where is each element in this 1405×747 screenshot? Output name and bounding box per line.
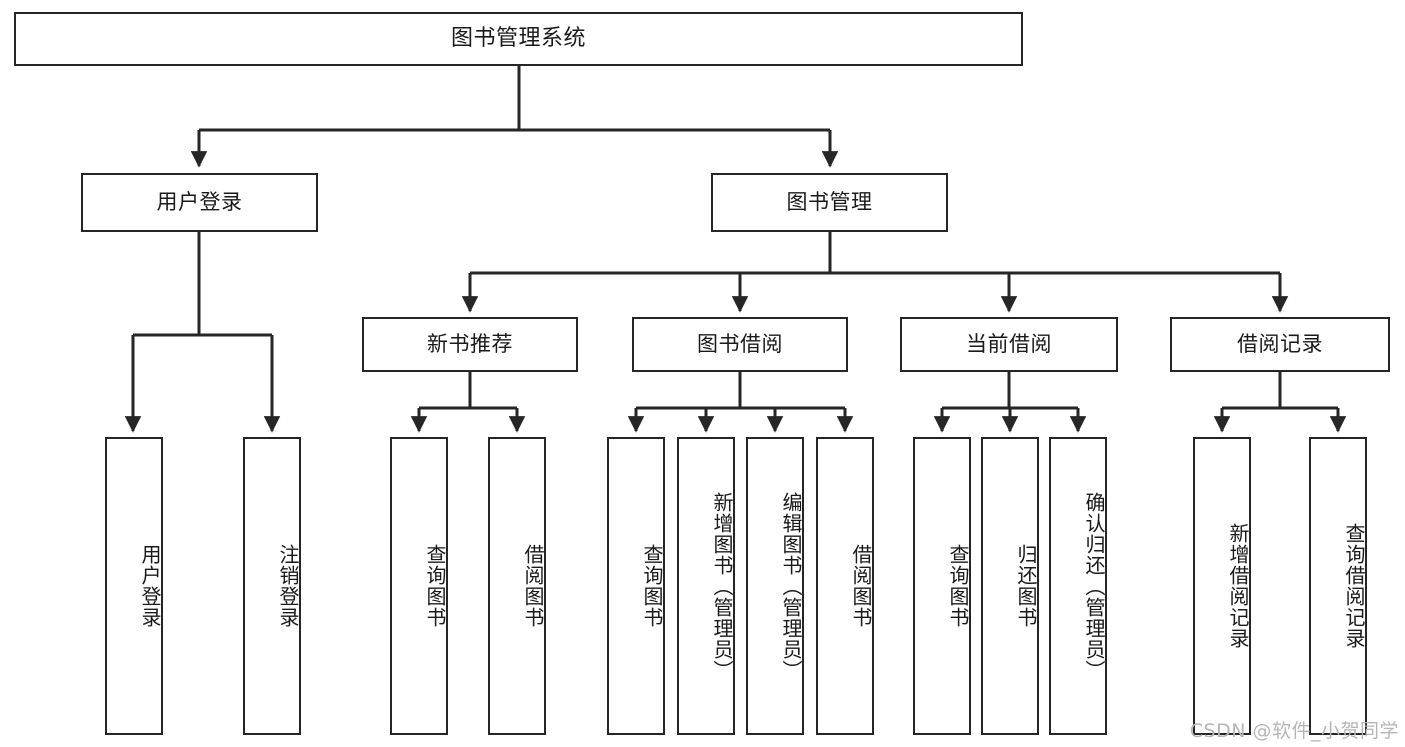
- node-leaf-user-login[interactable]: 用户登录: [105, 437, 163, 735]
- node-user-login[interactable]: 用户登录: [81, 173, 318, 232]
- node-leaf-query-book-2[interactable]: 查询图书: [607, 437, 665, 735]
- node-leaf-borrow-book-1-label: 借阅图书: [521, 544, 545, 628]
- node-leaf-add-book[interactable]: 新增图书（管理员）: [677, 437, 735, 735]
- node-leaf-query-book-1[interactable]: 查询图书: [390, 437, 448, 735]
- node-leaf-add-record[interactable]: 新增借阅记录: [1193, 437, 1251, 735]
- node-leaf-query-book-3-label: 查询图书: [946, 544, 970, 628]
- node-leaf-logout[interactable]: 注销登录: [243, 437, 301, 735]
- node-new-book-rec[interactable]: 新书推荐: [362, 317, 578, 372]
- node-leaf-user-login-label: 用户登录: [138, 544, 162, 628]
- node-leaf-logout-label: 注销登录: [276, 544, 300, 628]
- node-borrow-record[interactable]: 借阅记录: [1170, 317, 1390, 372]
- node-leaf-query-record-label: 查询借阅记录: [1342, 523, 1366, 649]
- node-current-borrow[interactable]: 当前借阅: [900, 317, 1118, 372]
- node-book-borrow[interactable]: 图书借阅: [632, 317, 848, 372]
- node-leaf-return-book-label: 归还图书: [1014, 544, 1038, 628]
- node-leaf-edit-book[interactable]: 编辑图书（管理员）: [746, 437, 804, 735]
- node-leaf-query-book-2-label: 查询图书: [640, 544, 664, 628]
- node-leaf-borrow-book-1[interactable]: 借阅图书: [488, 437, 546, 735]
- node-leaf-query-book-1-label: 查询图书: [423, 544, 447, 628]
- node-borrow-record-label: 借阅记录: [1237, 331, 1323, 356]
- node-leaf-borrow-book-2-label: 借阅图书: [849, 544, 873, 628]
- watermark-text: CSDN @软件_小贺同学: [1189, 720, 1399, 742]
- node-leaf-return-book[interactable]: 归还图书: [981, 437, 1039, 735]
- node-book-borrow-label: 图书借阅: [697, 331, 783, 356]
- node-leaf-add-record-label: 新增借阅记录: [1226, 523, 1250, 649]
- node-root[interactable]: 图书管理系统: [14, 12, 1023, 66]
- node-book-manage-label: 图书管理: [786, 189, 873, 214]
- node-leaf-query-book-3[interactable]: 查询图书: [913, 437, 971, 735]
- node-leaf-edit-book-label: 编辑图书（管理员）: [779, 491, 803, 681]
- node-leaf-confirm-return-label: 确认归还（管理员）: [1082, 491, 1106, 681]
- node-user-login-label: 用户登录: [156, 189, 243, 214]
- node-leaf-add-book-label: 新增图书（管理员）: [710, 491, 734, 681]
- node-current-borrow-label: 当前借阅: [966, 331, 1052, 356]
- node-new-book-rec-label: 新书推荐: [427, 331, 513, 356]
- node-leaf-query-record[interactable]: 查询借阅记录: [1309, 437, 1367, 735]
- node-leaf-confirm-return[interactable]: 确认归还（管理员）: [1049, 437, 1107, 735]
- node-leaf-borrow-book-2[interactable]: 借阅图书: [816, 437, 874, 735]
- node-book-manage[interactable]: 图书管理: [711, 173, 948, 232]
- node-root-label: 图书管理系统: [450, 25, 586, 51]
